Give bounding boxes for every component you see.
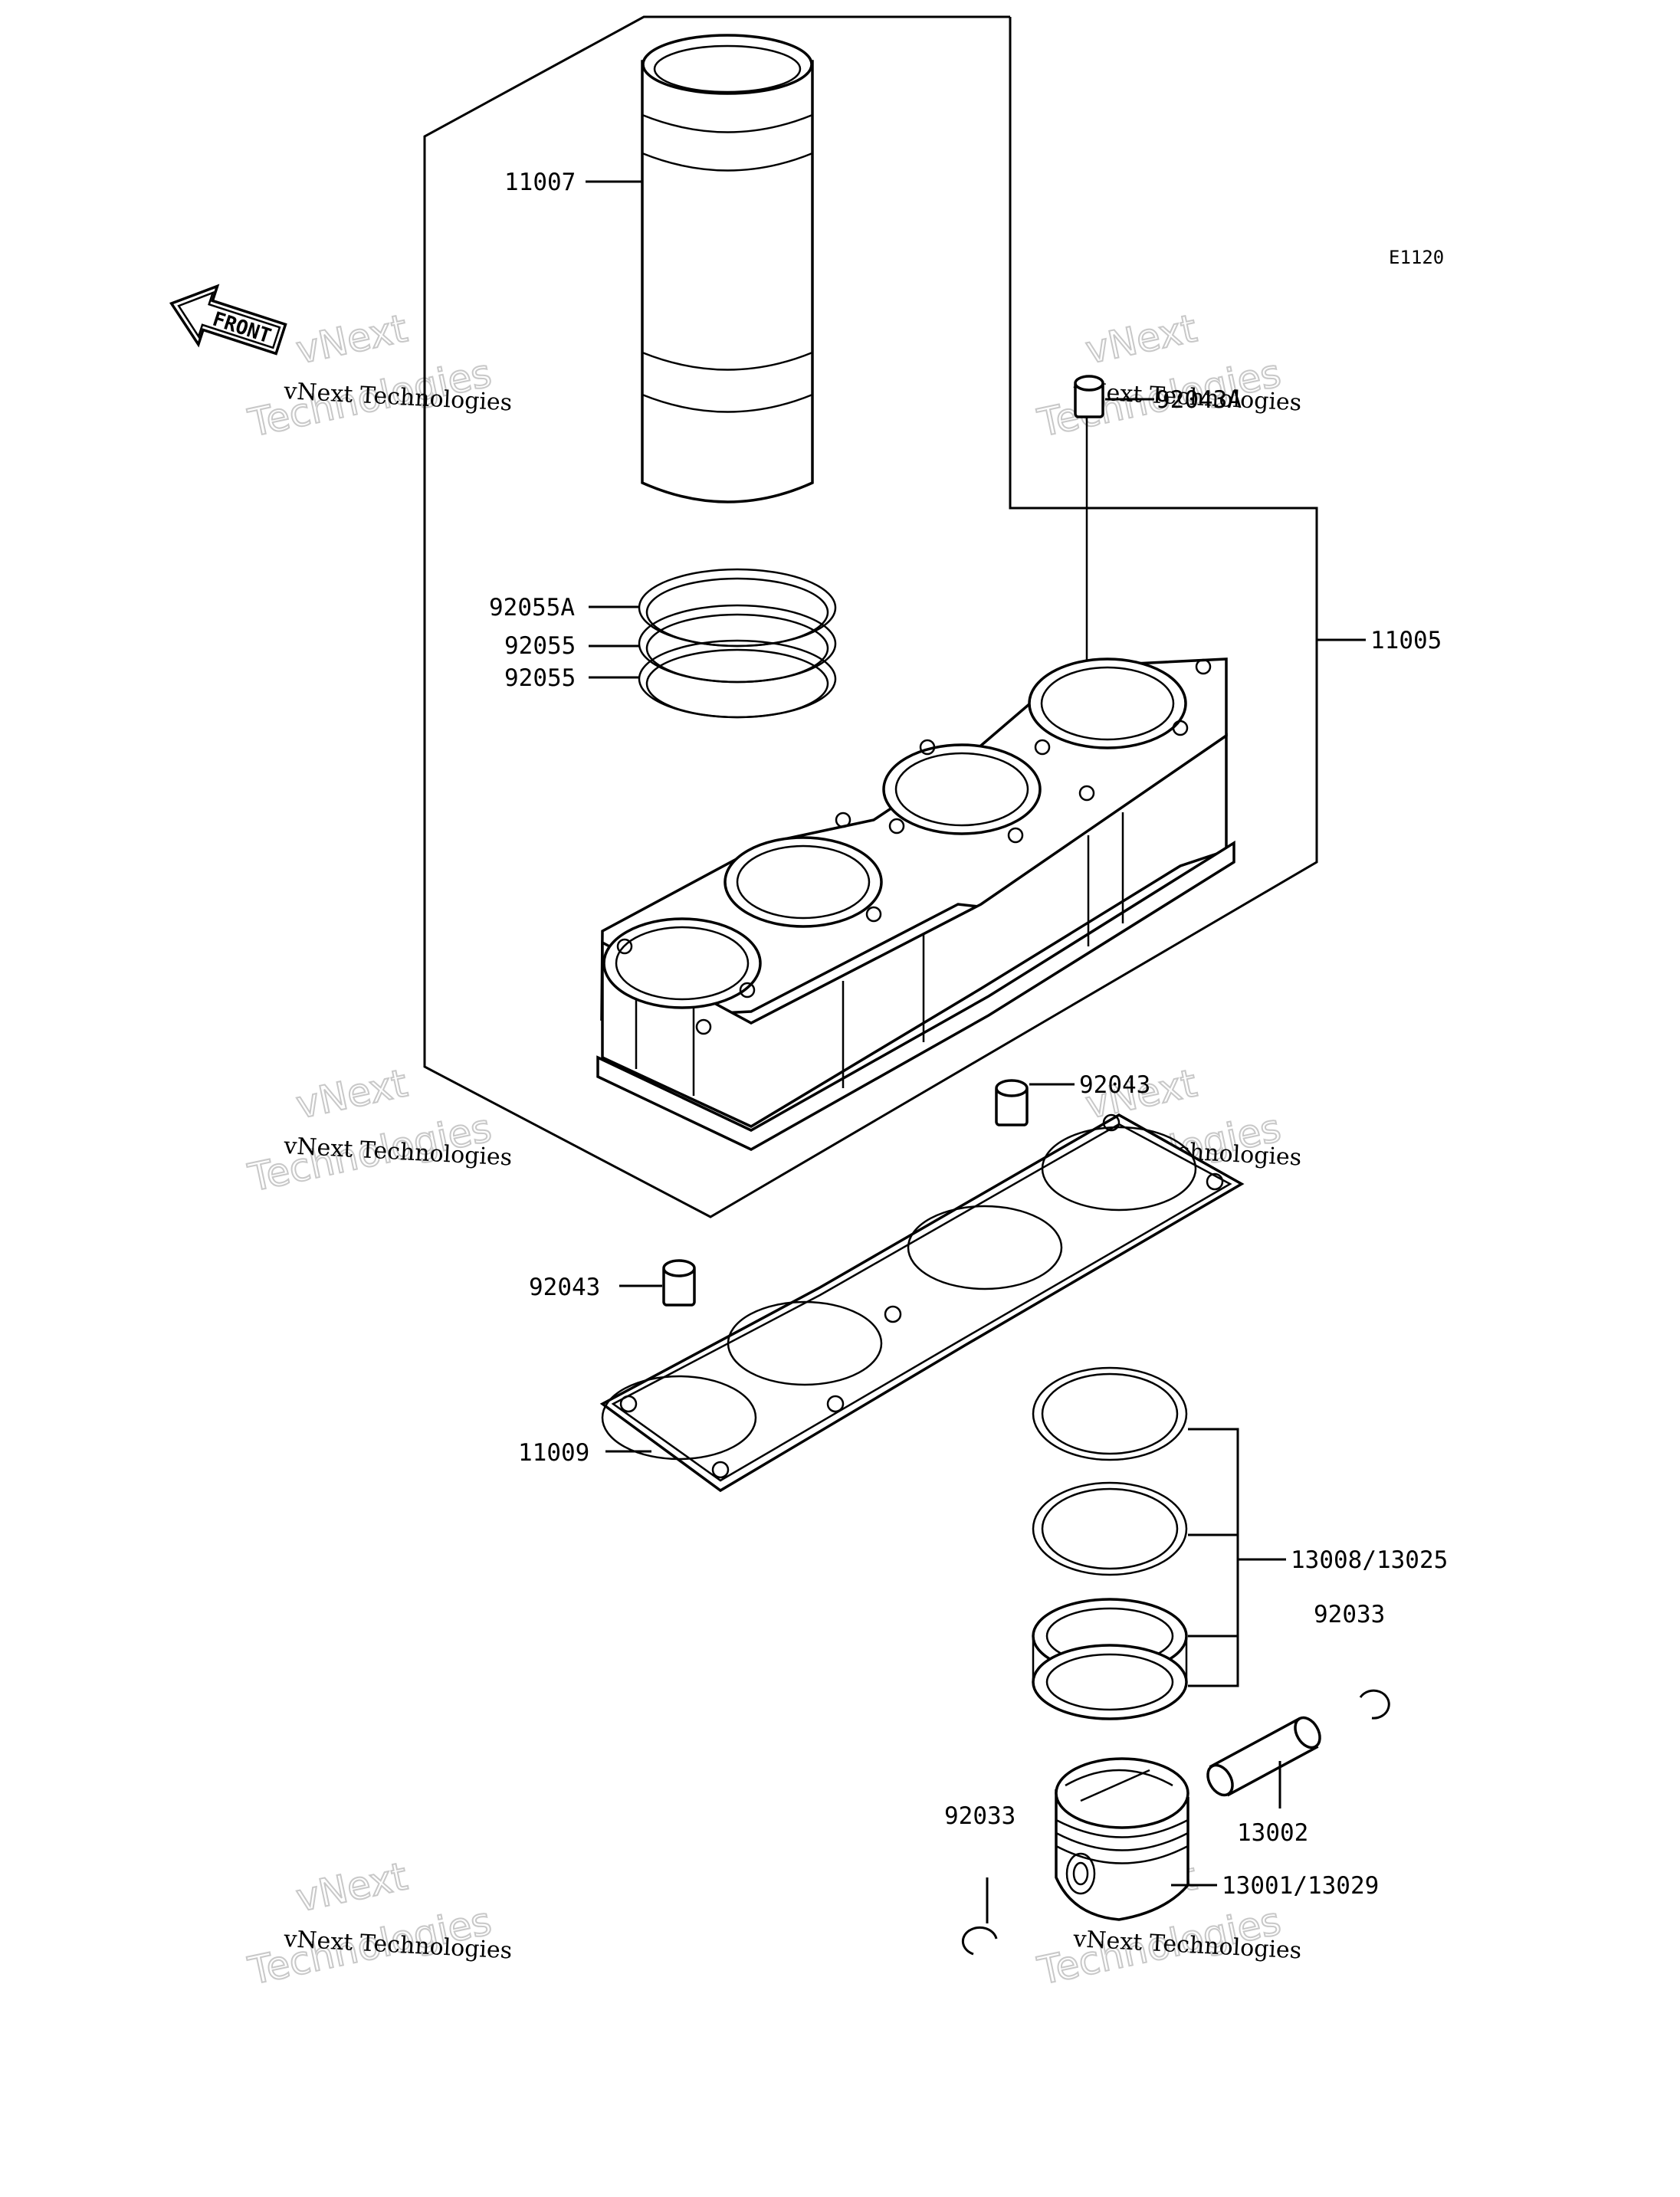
dowel-pin-top xyxy=(1074,375,1104,418)
part-number: 92033 xyxy=(944,1802,1016,1830)
leader-line xyxy=(1188,1428,1239,1687)
watermark: vNext Technologies vNext Technologies xyxy=(244,1060,513,1201)
piston xyxy=(1055,1757,1189,1921)
cylinder-gasket xyxy=(599,1113,1245,1493)
front-arrow-icon: FRONT xyxy=(169,284,287,356)
part-number: 13002 xyxy=(1237,1819,1308,1847)
dowel-pin-left xyxy=(662,1259,696,1307)
piston-ring-set xyxy=(1032,1366,1188,1720)
circlip-left xyxy=(961,1926,998,1956)
part-number: 11007 xyxy=(504,169,576,196)
watermark: vNext Technologies vNext Technologies xyxy=(1033,305,1302,446)
watermark: vNext Technologies vNext Technologies xyxy=(244,305,513,446)
part-number: 92055 xyxy=(504,664,576,692)
diagram-code: E1120 xyxy=(1389,247,1444,268)
part-number: 13001/13029 xyxy=(1222,1872,1379,1900)
piston-pin xyxy=(1206,1716,1321,1797)
svg-text:vNext: vNext xyxy=(1081,306,1200,372)
o-ring-set xyxy=(638,568,837,719)
part-number: 13008/13025 xyxy=(1291,1546,1448,1574)
svg-text:vNext: vNext xyxy=(292,306,411,372)
cylinder-block xyxy=(596,657,1235,1151)
svg-text:vNext: vNext xyxy=(292,1061,411,1127)
part-number: 11009 xyxy=(518,1439,589,1467)
part-number: 92055A xyxy=(489,594,575,621)
circlip-right xyxy=(1359,1689,1390,1720)
cylinder-liner xyxy=(641,34,814,503)
svg-text:vNext: vNext xyxy=(292,1854,411,1920)
assembly-frame xyxy=(423,15,1318,1218)
watermark: vNext Technologies vNext Technologies xyxy=(244,1853,513,1994)
part-number: 92043 xyxy=(529,1274,600,1301)
part-number: 92033 xyxy=(1314,1601,1385,1628)
part-number: 92055 xyxy=(504,632,576,660)
dowel-pin-right xyxy=(995,1079,1029,1126)
part-number: 11005 xyxy=(1370,627,1442,654)
part-number: 92043A xyxy=(1156,386,1242,414)
part-number: 92043 xyxy=(1079,1071,1150,1099)
